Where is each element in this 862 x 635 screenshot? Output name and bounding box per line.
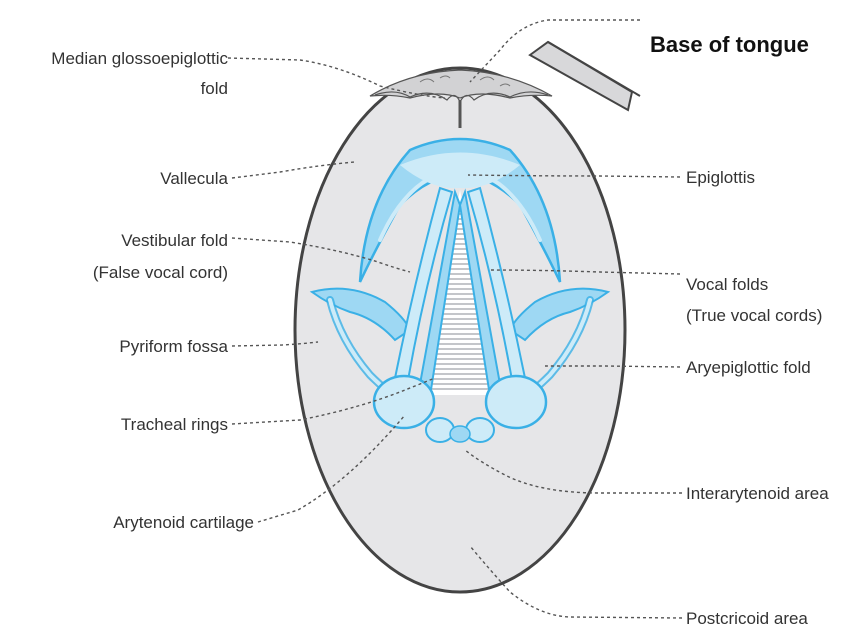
label-base-of-tongue: Base of tongue	[650, 32, 809, 57]
label-pyriform-fossa: Pyriform fossa	[119, 337, 228, 356]
label-vocal-folds-line1: Vocal folds	[686, 275, 768, 294]
interarytenoid-notch	[450, 426, 470, 442]
label-vestibular-fold-line2: (False vocal cord)	[93, 263, 228, 282]
label-median-glossoepiglottic-fold-line1: Median glossoepiglottic	[51, 49, 228, 68]
label-median-glossoepiglottic-fold-line2: fold	[201, 79, 228, 98]
label-vocal-folds-line2: (True vocal cords)	[686, 306, 822, 325]
label-postcricoid-area: Postcricoid area	[686, 609, 808, 628]
label-tracheal-rings: Tracheal rings	[121, 415, 228, 434]
label-epiglottis: Epiglottis	[686, 168, 755, 187]
label-aryepiglottic-fold: Aryepiglottic fold	[686, 358, 811, 377]
label-interarytenoid-area: Interarytenoid area	[686, 484, 829, 503]
label-vallecula: Vallecula	[160, 169, 228, 188]
label-vestibular-fold-line1: Vestibular fold	[121, 231, 228, 250]
laryngoscope-blade	[530, 42, 640, 110]
label-arytenoid-cartilage: Arytenoid cartilage	[113, 513, 254, 532]
